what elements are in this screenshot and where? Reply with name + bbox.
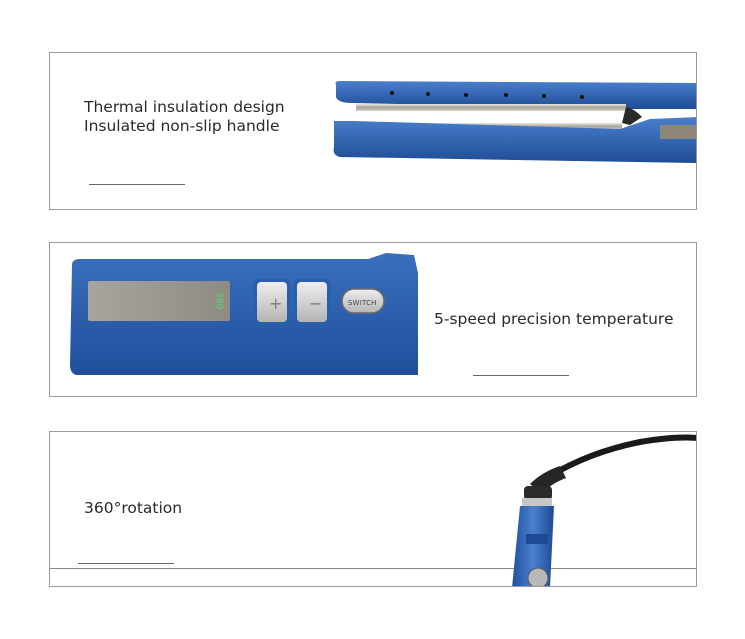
minus-button[interactable]	[297, 282, 327, 322]
thermal-caption-line1: Thermal insulation design	[84, 98, 285, 116]
minus-symbol: −	[309, 294, 323, 313]
temperature-caption-underline	[473, 375, 569, 376]
switch-label: SWITCH	[348, 299, 377, 307]
feature-panel-thermal: Thermal insulation design Insulated non-…	[49, 52, 697, 210]
plus-button[interactable]	[257, 282, 287, 322]
rotation-caption: 360°rotation	[84, 499, 183, 517]
thermal-caption-underline	[89, 184, 185, 185]
swivel-cord-image	[512, 434, 696, 586]
temperature-value: 300	[213, 291, 225, 310]
rotation-divider	[50, 568, 696, 569]
thermal-caption-line2: Insulated non-slip handle	[84, 117, 280, 135]
straightener-plates-image	[333, 81, 696, 163]
switch-button[interactable]	[341, 288, 385, 314]
plus-symbol: +	[269, 294, 283, 313]
control-panel-image	[70, 253, 418, 375]
temperature-caption: 5-speed precision temperature	[434, 310, 674, 328]
feature-panel-temperature: 300 + − SWITCH 5-speed precision tempera…	[49, 242, 697, 397]
rotation-caption-underline	[78, 563, 174, 564]
feature-panel-rotation: 360°rotation	[49, 431, 697, 587]
temperature-display	[88, 281, 230, 321]
